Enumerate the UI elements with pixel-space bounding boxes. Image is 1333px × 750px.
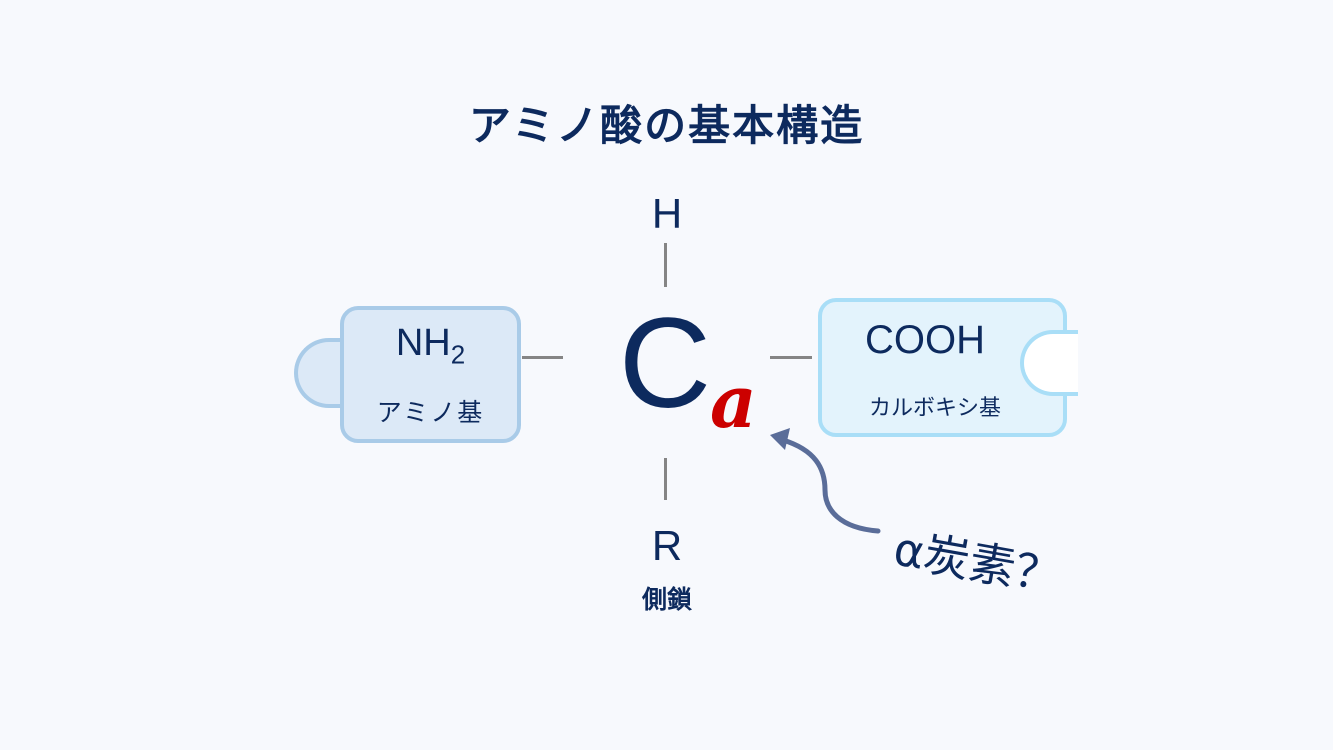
arrow-head-icon xyxy=(770,428,790,450)
carboxyl-connector-tab xyxy=(1020,330,1078,396)
carboxyl-group-box xyxy=(818,298,1067,437)
amino-label: アミノ基 xyxy=(376,398,485,427)
amino-formula-subscript: 2 xyxy=(450,339,466,370)
side-chain-label: 側鎖 xyxy=(641,585,692,614)
amino-formula-main: NH xyxy=(395,322,451,364)
bond-top xyxy=(664,243,667,287)
carboxyl-formula: COOH xyxy=(865,318,985,362)
hydrogen-atom: H xyxy=(651,190,683,237)
tab-join xyxy=(350,340,360,406)
arrow-curve xyxy=(780,437,881,534)
page-title: アミノ酸の基本構造 xyxy=(468,101,865,150)
amino-group-box xyxy=(340,306,521,443)
bond-right xyxy=(770,356,812,359)
bond-bottom xyxy=(664,458,667,500)
alpha-subscript: a xyxy=(710,359,757,444)
amino-formula: NH2 xyxy=(340,322,521,371)
carboxyl-label: カルボキシ基 xyxy=(868,396,1001,421)
central-carbon: C xyxy=(618,292,712,435)
bond-left xyxy=(522,356,563,359)
side-chain-atom: R xyxy=(651,522,683,569)
